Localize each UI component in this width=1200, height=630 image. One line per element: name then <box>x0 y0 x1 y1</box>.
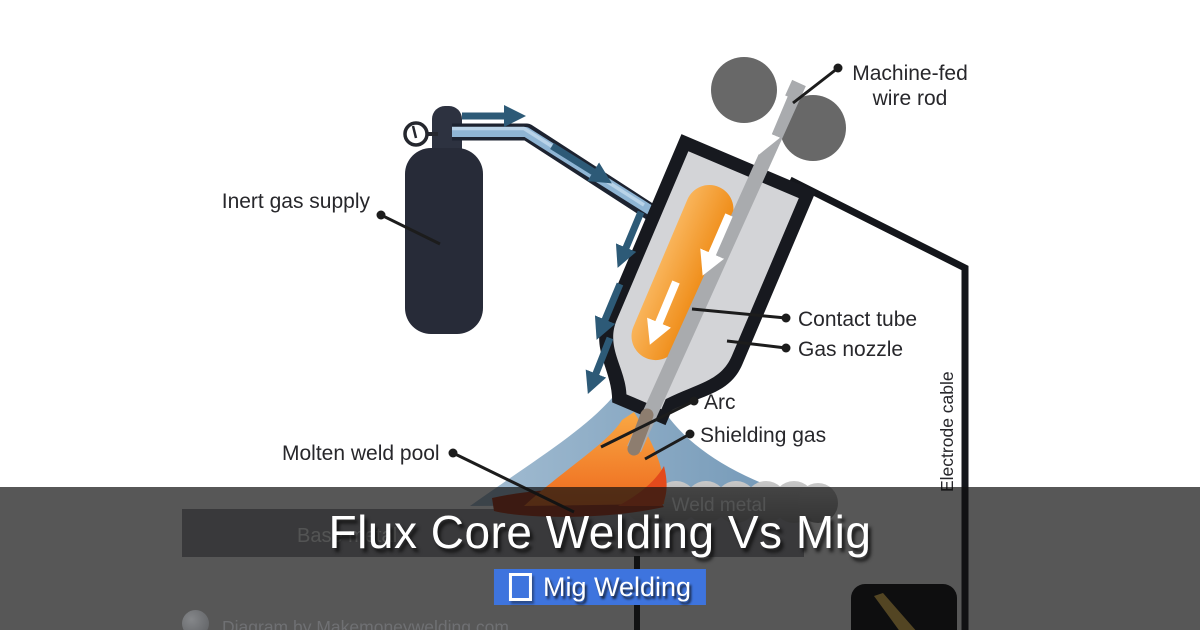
category-badge: Mig Welding <box>493 569 707 605</box>
wire-feed-roller <box>711 57 777 123</box>
label-shielding-gas: Shielding gas <box>700 424 826 447</box>
arc-flame <box>524 412 665 506</box>
label-wire-rod: wire rod <box>872 87 948 110</box>
badge-label: Mig Welding <box>542 571 692 602</box>
watermark-logo-icon <box>182 610 209 630</box>
title-overlay: Flux Core Welding Vs Mig Mig Welding <box>0 487 1200 630</box>
wire-feed-arrow <box>756 93 788 155</box>
contact-tube-shape <box>631 185 734 361</box>
label-inert-gas-supply: Inert gas supply <box>222 190 371 213</box>
watermark: Diagram by Makemoneywelding.com <box>182 610 509 630</box>
wire-feed-roller <box>780 95 846 161</box>
gas-flow-arrow <box>615 210 645 268</box>
label-molten-weld-pool: Molten weld pool <box>282 442 440 465</box>
leader-dots <box>376 63 843 458</box>
watermark-text: Diagram by Makemoneywelding.com <box>222 617 509 630</box>
gas-flow-arrow <box>594 282 624 340</box>
label-gas-nozzle: Gas nozzle <box>798 338 903 361</box>
gas-cylinder <box>403 106 483 334</box>
label-arc: Arc <box>704 391 736 414</box>
wire-rod-tip <box>627 408 654 456</box>
label-contact-tube: Contact tube <box>798 308 917 331</box>
wire-feed-arrow <box>647 280 680 345</box>
gas-flow-arrow <box>585 336 614 395</box>
label-machine-fed: Machine-fed <box>852 62 968 85</box>
page-title: Flux Core Welding Vs Mig <box>328 506 872 558</box>
gas-flow-arrow <box>550 143 612 184</box>
label-electrode-cable: Electrode cable <box>937 371 957 492</box>
wire-feed-arrow <box>700 213 733 276</box>
square-icon <box>508 573 532 601</box>
